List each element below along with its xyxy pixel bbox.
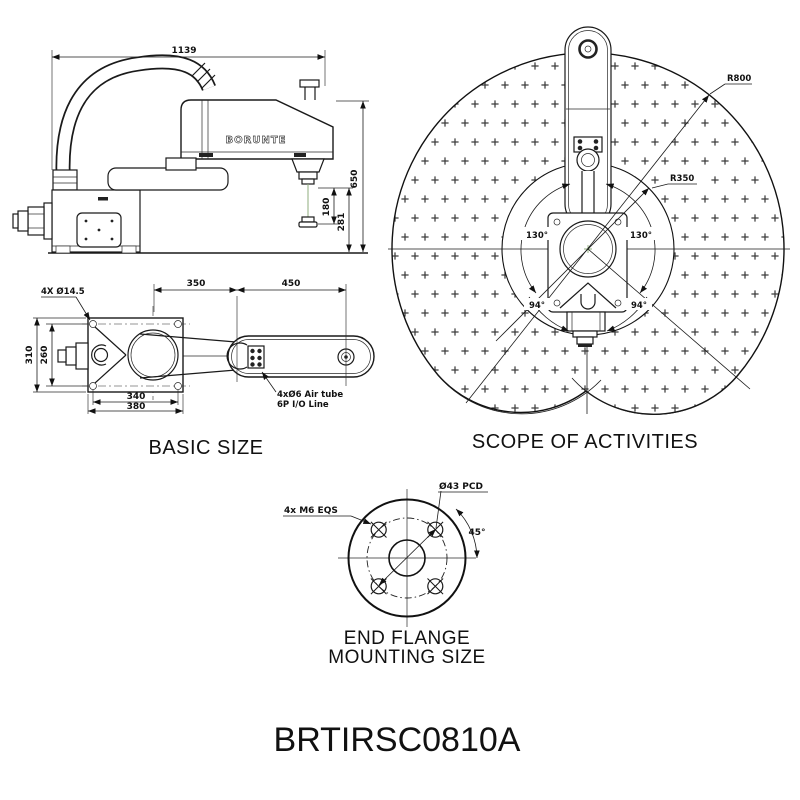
label-j1-right: 130° — [630, 231, 652, 241]
dim-base-holes: 4X Ø14.5 — [41, 286, 85, 297]
note-air-tube: 4xØ6 Air tube — [277, 389, 343, 400]
flange-outer-circle — [347, 498, 467, 618]
side-view: BORUNTE 1139 650 — [12, 46, 369, 254]
scope-dimensions: R800 R350 130° 130° 94° 94° — [465, 71, 755, 404]
brand-logo: BORUNTE — [226, 135, 287, 146]
tool-head — [291, 158, 325, 228]
dim-z-travel: 281 — [337, 213, 347, 232]
label-bolts: 4x M6 EQS — [284, 506, 338, 516]
mount-hole — [89, 320, 97, 328]
dim-total-width: 1139 — [171, 46, 196, 56]
dim-base-310: 310 — [25, 346, 35, 365]
mount-hole — [174, 320, 182, 328]
label-j2-right: 94° — [631, 301, 647, 311]
robot-base — [51, 189, 141, 254]
base-rear-connector — [12, 202, 53, 240]
scope-caption: SCOPE OF ACTIVITIES — [472, 431, 698, 453]
base-plate-top — [82, 317, 190, 393]
dim-arm2: 450 — [282, 279, 301, 289]
mount-hole — [89, 382, 97, 390]
rear-connector-top — [57, 342, 89, 370]
side-view-dimensions: 1139 650 180 281 — [51, 46, 369, 252]
dim-total-height: 650 — [350, 170, 360, 189]
platter-stub — [165, 157, 197, 171]
arm-body: BORUNTE — [180, 99, 334, 160]
dim-base-380: 380 — [127, 402, 146, 412]
scope-of-activities: R800 R350 130° 130° 94° 94° SCOPE OF ACT… — [388, 26, 790, 453]
flange-dimensions: Ø43 PCD 4x M6 EQS 45° — [283, 481, 488, 586]
flange-caption-2: MOUNTING SIZE — [328, 647, 485, 668]
label-j2-left: 94° — [529, 301, 545, 311]
label-pcd: Ø43 PCD — [439, 481, 483, 492]
end-flange: Ø43 PCD 4x M6 EQS 45° END FLANGE MOUNTIN… — [283, 481, 488, 668]
upper-arm-link — [139, 333, 249, 379]
conduit-collar — [191, 62, 216, 89]
dim-base-260: 260 — [40, 346, 50, 365]
dim-z-stroke: 180 — [322, 198, 332, 217]
conduit-base-fitting — [52, 169, 78, 191]
mount-hole — [174, 382, 182, 390]
plate-brace — [94, 326, 127, 384]
forearm — [226, 335, 375, 378]
label-outer-radius: R800 — [727, 74, 751, 84]
quill-shaft — [299, 79, 320, 100]
label-j1-left: 130° — [526, 231, 548, 241]
dim-arm1: 350 — [187, 279, 206, 289]
label-angle: 45° — [468, 528, 485, 538]
flange-caption-1: END FLANGE — [344, 628, 470, 649]
scope-base-plate — [547, 212, 628, 313]
base-mark — [98, 197, 108, 201]
j1-platter — [107, 167, 229, 191]
dim-base-340: 340 — [127, 392, 146, 402]
j1-joint-circle — [127, 329, 179, 381]
label-inner-radius: R350 — [670, 174, 694, 184]
basic-size-caption: BASIC SIZE — [148, 437, 263, 459]
top-view: 350 450 4X Ø14.5 310 260 340 380 4xØ6 Ai… — [25, 279, 375, 459]
pcd-circle — [366, 517, 448, 599]
model-title: BRTIRSC0810A — [274, 721, 521, 759]
note-io-line: 6P I/O Line — [277, 400, 329, 410]
top-view-dimensions: 350 450 4X Ø14.5 310 260 340 380 4xØ6 Ai… — [25, 279, 346, 414]
